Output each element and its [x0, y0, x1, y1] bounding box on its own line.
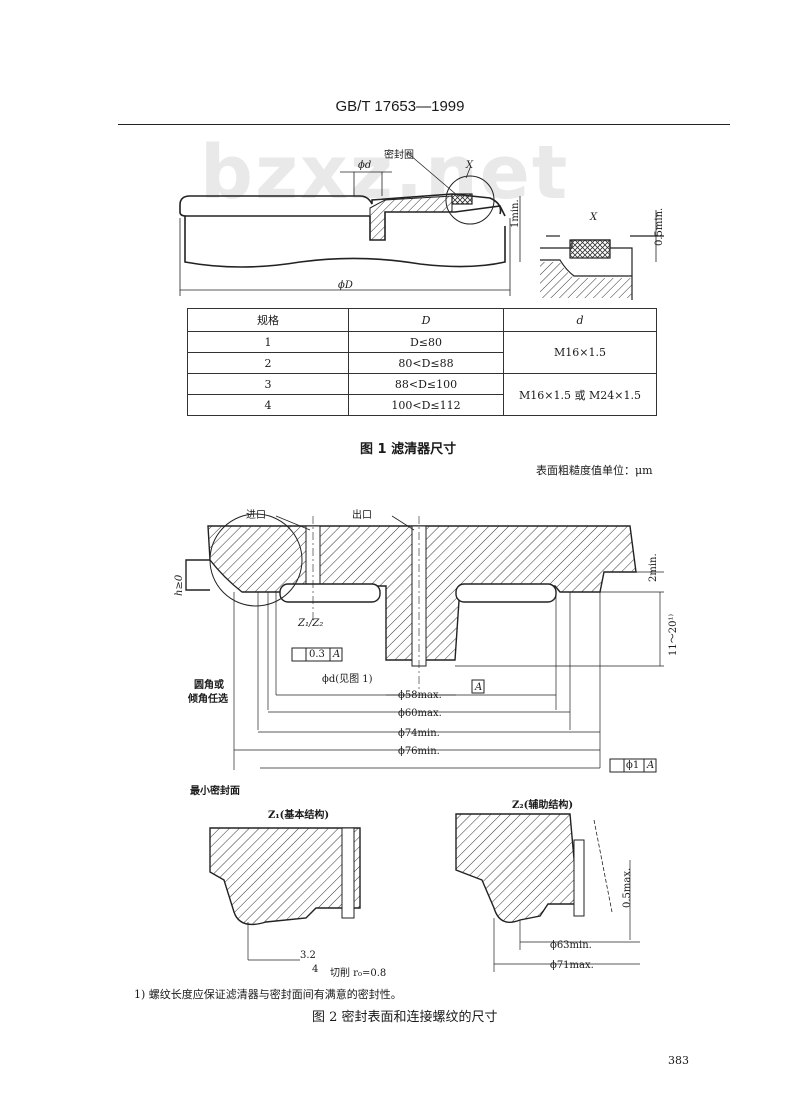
table-cell: 100<D≤112	[348, 394, 504, 416]
table-cell: 3	[187, 373, 349, 395]
datum-a-2: A	[475, 682, 483, 693]
roughness-code: 4	[312, 964, 319, 975]
th-spec: 规格	[187, 308, 349, 332]
min-seal-label: 最小密封面	[190, 786, 240, 797]
header-rule	[118, 124, 730, 125]
dim-1min: 1min.	[510, 199, 521, 228]
table-cell: 1	[187, 331, 349, 353]
roughness-process: 切削 r₀=0.8	[330, 968, 387, 979]
phi-d-label: ϕd	[358, 160, 372, 171]
h-label: h≥0	[174, 574, 185, 596]
table-cell: M16×1.5 或 M24×1.5	[503, 373, 657, 416]
table-cell: D≤80	[348, 331, 504, 353]
corner-note-1: 圆角或	[194, 680, 224, 691]
table-cell: 2	[187, 352, 349, 374]
figure2-drawing	[185, 513, 664, 773]
flatness-value: 0.3	[309, 649, 325, 660]
z2-dim-63: ϕ63min.	[550, 940, 592, 951]
roughness-note: 表面粗糙度值单位：μm	[536, 464, 653, 477]
outlet-label: 出口	[352, 510, 372, 521]
z2-05max: 0.5max.	[622, 867, 633, 908]
dim-05min: 0.5min.	[654, 207, 665, 246]
th-d: d	[503, 308, 657, 332]
dim-76: ϕ76min.	[398, 746, 440, 757]
z2-title: Z₂(辅助结构)	[512, 800, 574, 811]
phi-D-label: ϕD	[338, 280, 353, 291]
inlet-label: 进口	[246, 510, 266, 521]
detail-x-title: X	[590, 212, 598, 223]
phi-d-ref: ϕd(见图 1)	[322, 674, 373, 685]
seal-ring	[451, 193, 473, 205]
datum-a-1: A	[333, 649, 341, 660]
table-cell: M16×1.5	[503, 331, 657, 374]
spec-table: 规格 D d 1 D≤80 M16×1.5 2 80<D≤88 3 88<D≤1…	[187, 308, 657, 416]
filter-body	[179, 193, 506, 268]
z1-title: Z₁(基本结构)	[268, 810, 330, 821]
roughness-value: 3.2	[300, 950, 316, 961]
figure1-drawing	[179, 154, 664, 300]
detail-marker-x: X	[466, 160, 474, 171]
datum-a-3: A	[647, 760, 655, 771]
z-label: Z₁/Z₂	[298, 618, 324, 629]
th-D: D	[348, 308, 504, 332]
dim-60: ϕ60max.	[398, 708, 442, 719]
dim-58: ϕ58max.	[398, 690, 442, 701]
coax-value: ϕ1	[626, 760, 640, 771]
table-cell: 88<D≤100	[348, 373, 504, 395]
page-number: 383	[668, 1054, 689, 1067]
footnote: 1) 螺纹长度应保证滤清器与密封面间有满意的密封性。	[134, 988, 402, 1001]
dim-74: ϕ74min.	[398, 728, 440, 739]
corner-note-2: 倾角任选	[188, 694, 228, 705]
table-cell: 80<D≤88	[348, 352, 504, 374]
figure2-caption: 图 2 密封表面和连接螺纹的尺寸	[312, 1010, 498, 1025]
dim-11-20: 11～20¹⁾	[668, 614, 679, 656]
table-cell: 4	[187, 394, 349, 416]
z-details-drawing	[209, 813, 640, 972]
figure1-caption: 图 1 滤清器尺寸	[360, 442, 457, 457]
z2-dim-71: ϕ71max.	[550, 960, 594, 971]
document-code: GB/T 17653—1999	[335, 98, 465, 115]
seal-ring-label: 密封圈	[384, 150, 414, 161]
dim-2min: 2min.	[648, 553, 659, 582]
detail-circle	[445, 175, 495, 225]
